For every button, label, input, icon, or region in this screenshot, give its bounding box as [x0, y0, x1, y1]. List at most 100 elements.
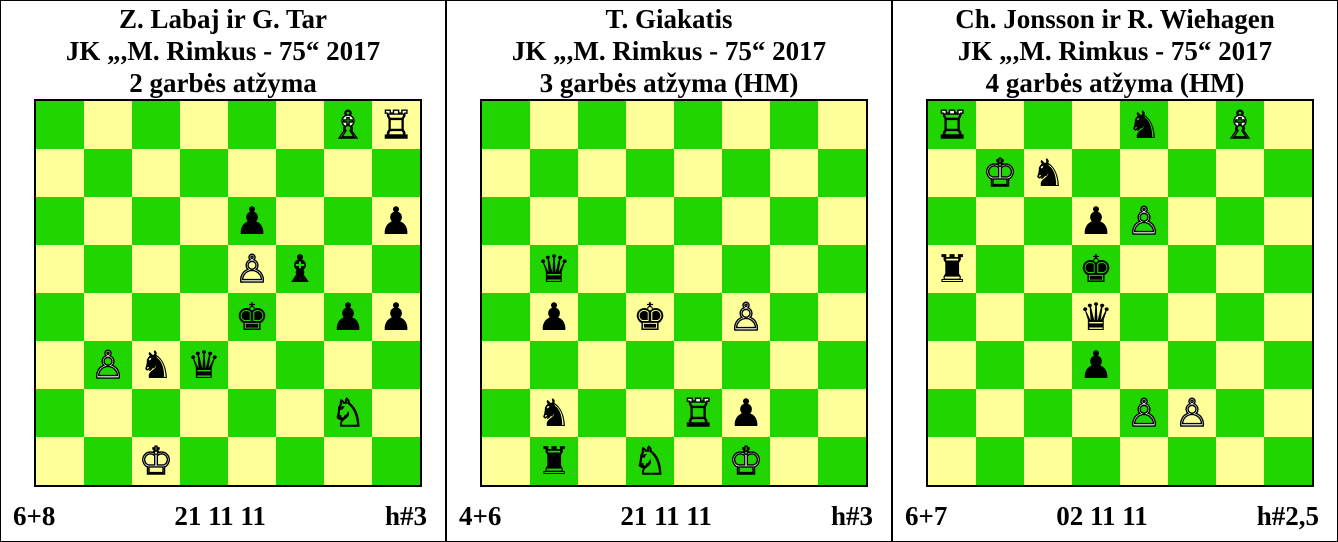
square-a3 [928, 341, 976, 389]
square-b5 [976, 245, 1024, 293]
square-d6 [626, 197, 674, 245]
square-g2 [1216, 389, 1264, 437]
square-h2 [372, 389, 420, 437]
square-a5 [482, 245, 530, 293]
square-e3 [1120, 341, 1168, 389]
square-a7 [928, 149, 976, 197]
white-rook-icon: ♖ [379, 106, 413, 144]
problem-authors: Z. Labaj ir G. Tar [1, 3, 445, 35]
square-a1 [928, 437, 976, 485]
square-a7 [36, 149, 84, 197]
square-b8 [976, 101, 1024, 149]
square-d7 [1072, 149, 1120, 197]
black-queen-icon: ♛ [187, 346, 221, 384]
piece-count: 4+6 [459, 500, 501, 532]
square-c7 [132, 149, 180, 197]
square-g7 [1216, 149, 1264, 197]
square-b8 [530, 101, 578, 149]
chess-board: ♛♟♚♙♞♖♟♜♘♔ [480, 99, 868, 487]
square-b8 [84, 101, 132, 149]
white-bishop-icon: ♗ [1223, 106, 1257, 144]
square-e1 [228, 437, 276, 485]
square-c4 [1024, 293, 1072, 341]
square-a6 [482, 197, 530, 245]
square-e5 [674, 245, 722, 293]
square-h5 [372, 245, 420, 293]
white-rook-icon: ♖ [681, 394, 715, 432]
square-e4: ♚ [228, 293, 276, 341]
square-c3 [1024, 341, 1072, 389]
problem-heading: Z. Labaj ir G. Tar JK „,M. Rimkus - 75“ … [1, 3, 445, 99]
square-b3 [530, 341, 578, 389]
square-e7 [1120, 149, 1168, 197]
square-f3 [1168, 341, 1216, 389]
problem-footer: 6+7 02 11 11 h#2,5 [905, 500, 1319, 532]
white-pawn-icon: ♙ [1127, 394, 1161, 432]
square-h4 [818, 293, 866, 341]
square-b6 [84, 197, 132, 245]
square-c2 [132, 389, 180, 437]
square-h8 [818, 101, 866, 149]
square-d2 [1072, 389, 1120, 437]
square-d8 [626, 101, 674, 149]
stipulation-code: 21 11 11 [174, 500, 266, 532]
square-g6 [770, 197, 818, 245]
square-f8 [276, 101, 324, 149]
black-queen-icon: ♛ [537, 250, 571, 288]
square-b3 [976, 341, 1024, 389]
square-c4 [578, 293, 626, 341]
black-knight-icon: ♞ [537, 394, 571, 432]
square-e8: ♞ [1120, 101, 1168, 149]
white-knight-icon: ♘ [633, 442, 667, 480]
square-a4 [482, 293, 530, 341]
square-f7 [276, 149, 324, 197]
black-pawn-icon: ♟ [537, 298, 571, 336]
square-e5: ♙ [228, 245, 276, 293]
square-c6 [578, 197, 626, 245]
square-a5: ♜ [928, 245, 976, 293]
black-king-icon: ♚ [235, 298, 269, 336]
square-d6 [180, 197, 228, 245]
black-pawn-icon: ♟ [1079, 202, 1113, 240]
square-g6 [324, 197, 372, 245]
white-king-icon: ♔ [983, 154, 1017, 192]
problem-award: 4 garbės atžyma (HM) [893, 67, 1337, 99]
square-g6 [1216, 197, 1264, 245]
white-king-icon: ♔ [729, 442, 763, 480]
square-g2: ♘ [324, 389, 372, 437]
square-b5 [84, 245, 132, 293]
square-d4: ♚ [626, 293, 674, 341]
square-d1 [180, 437, 228, 485]
white-bishop-icon: ♗ [331, 106, 365, 144]
square-e2: ♙ [1120, 389, 1168, 437]
square-a2 [36, 389, 84, 437]
square-f8 [722, 101, 770, 149]
square-g5 [1216, 245, 1264, 293]
stipulation-code: 02 11 11 [1056, 500, 1148, 532]
square-c2 [578, 389, 626, 437]
square-f6 [722, 197, 770, 245]
square-d2 [626, 389, 674, 437]
square-d5: ♚ [1072, 245, 1120, 293]
stipulation: h#3 [831, 500, 873, 532]
square-b2 [84, 389, 132, 437]
black-knight-icon: ♞ [1031, 154, 1065, 192]
square-e7 [228, 149, 276, 197]
problem-footer: 4+6 21 11 11 h#3 [459, 500, 873, 532]
square-a6 [36, 197, 84, 245]
problem-award: 3 garbės atžyma (HM) [447, 67, 891, 99]
square-a8: ♖ [928, 101, 976, 149]
problem-award: 2 garbės atžyma [1, 67, 445, 99]
square-e3 [228, 341, 276, 389]
square-f2: ♟ [722, 389, 770, 437]
square-d5 [180, 245, 228, 293]
square-c3 [578, 341, 626, 389]
square-d4: ♛ [1072, 293, 1120, 341]
square-a3 [482, 341, 530, 389]
square-d7 [180, 149, 228, 197]
square-b7: ♔ [976, 149, 1024, 197]
square-f4: ♙ [722, 293, 770, 341]
problem-source: JK „,M. Rimkus - 75“ 2017 [1, 35, 445, 67]
square-f7 [1168, 149, 1216, 197]
square-f6 [276, 197, 324, 245]
